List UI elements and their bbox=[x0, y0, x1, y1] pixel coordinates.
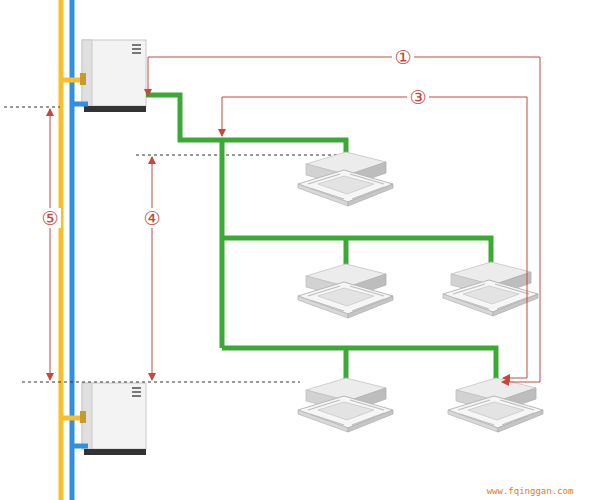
callout-number: ③ bbox=[407, 87, 428, 108]
watermark: www.fqinggan.com bbox=[487, 487, 574, 497]
callout-number: ① bbox=[392, 47, 413, 68]
callout-number: ④ bbox=[141, 208, 162, 229]
callout-number: ⑤ bbox=[39, 208, 60, 229]
